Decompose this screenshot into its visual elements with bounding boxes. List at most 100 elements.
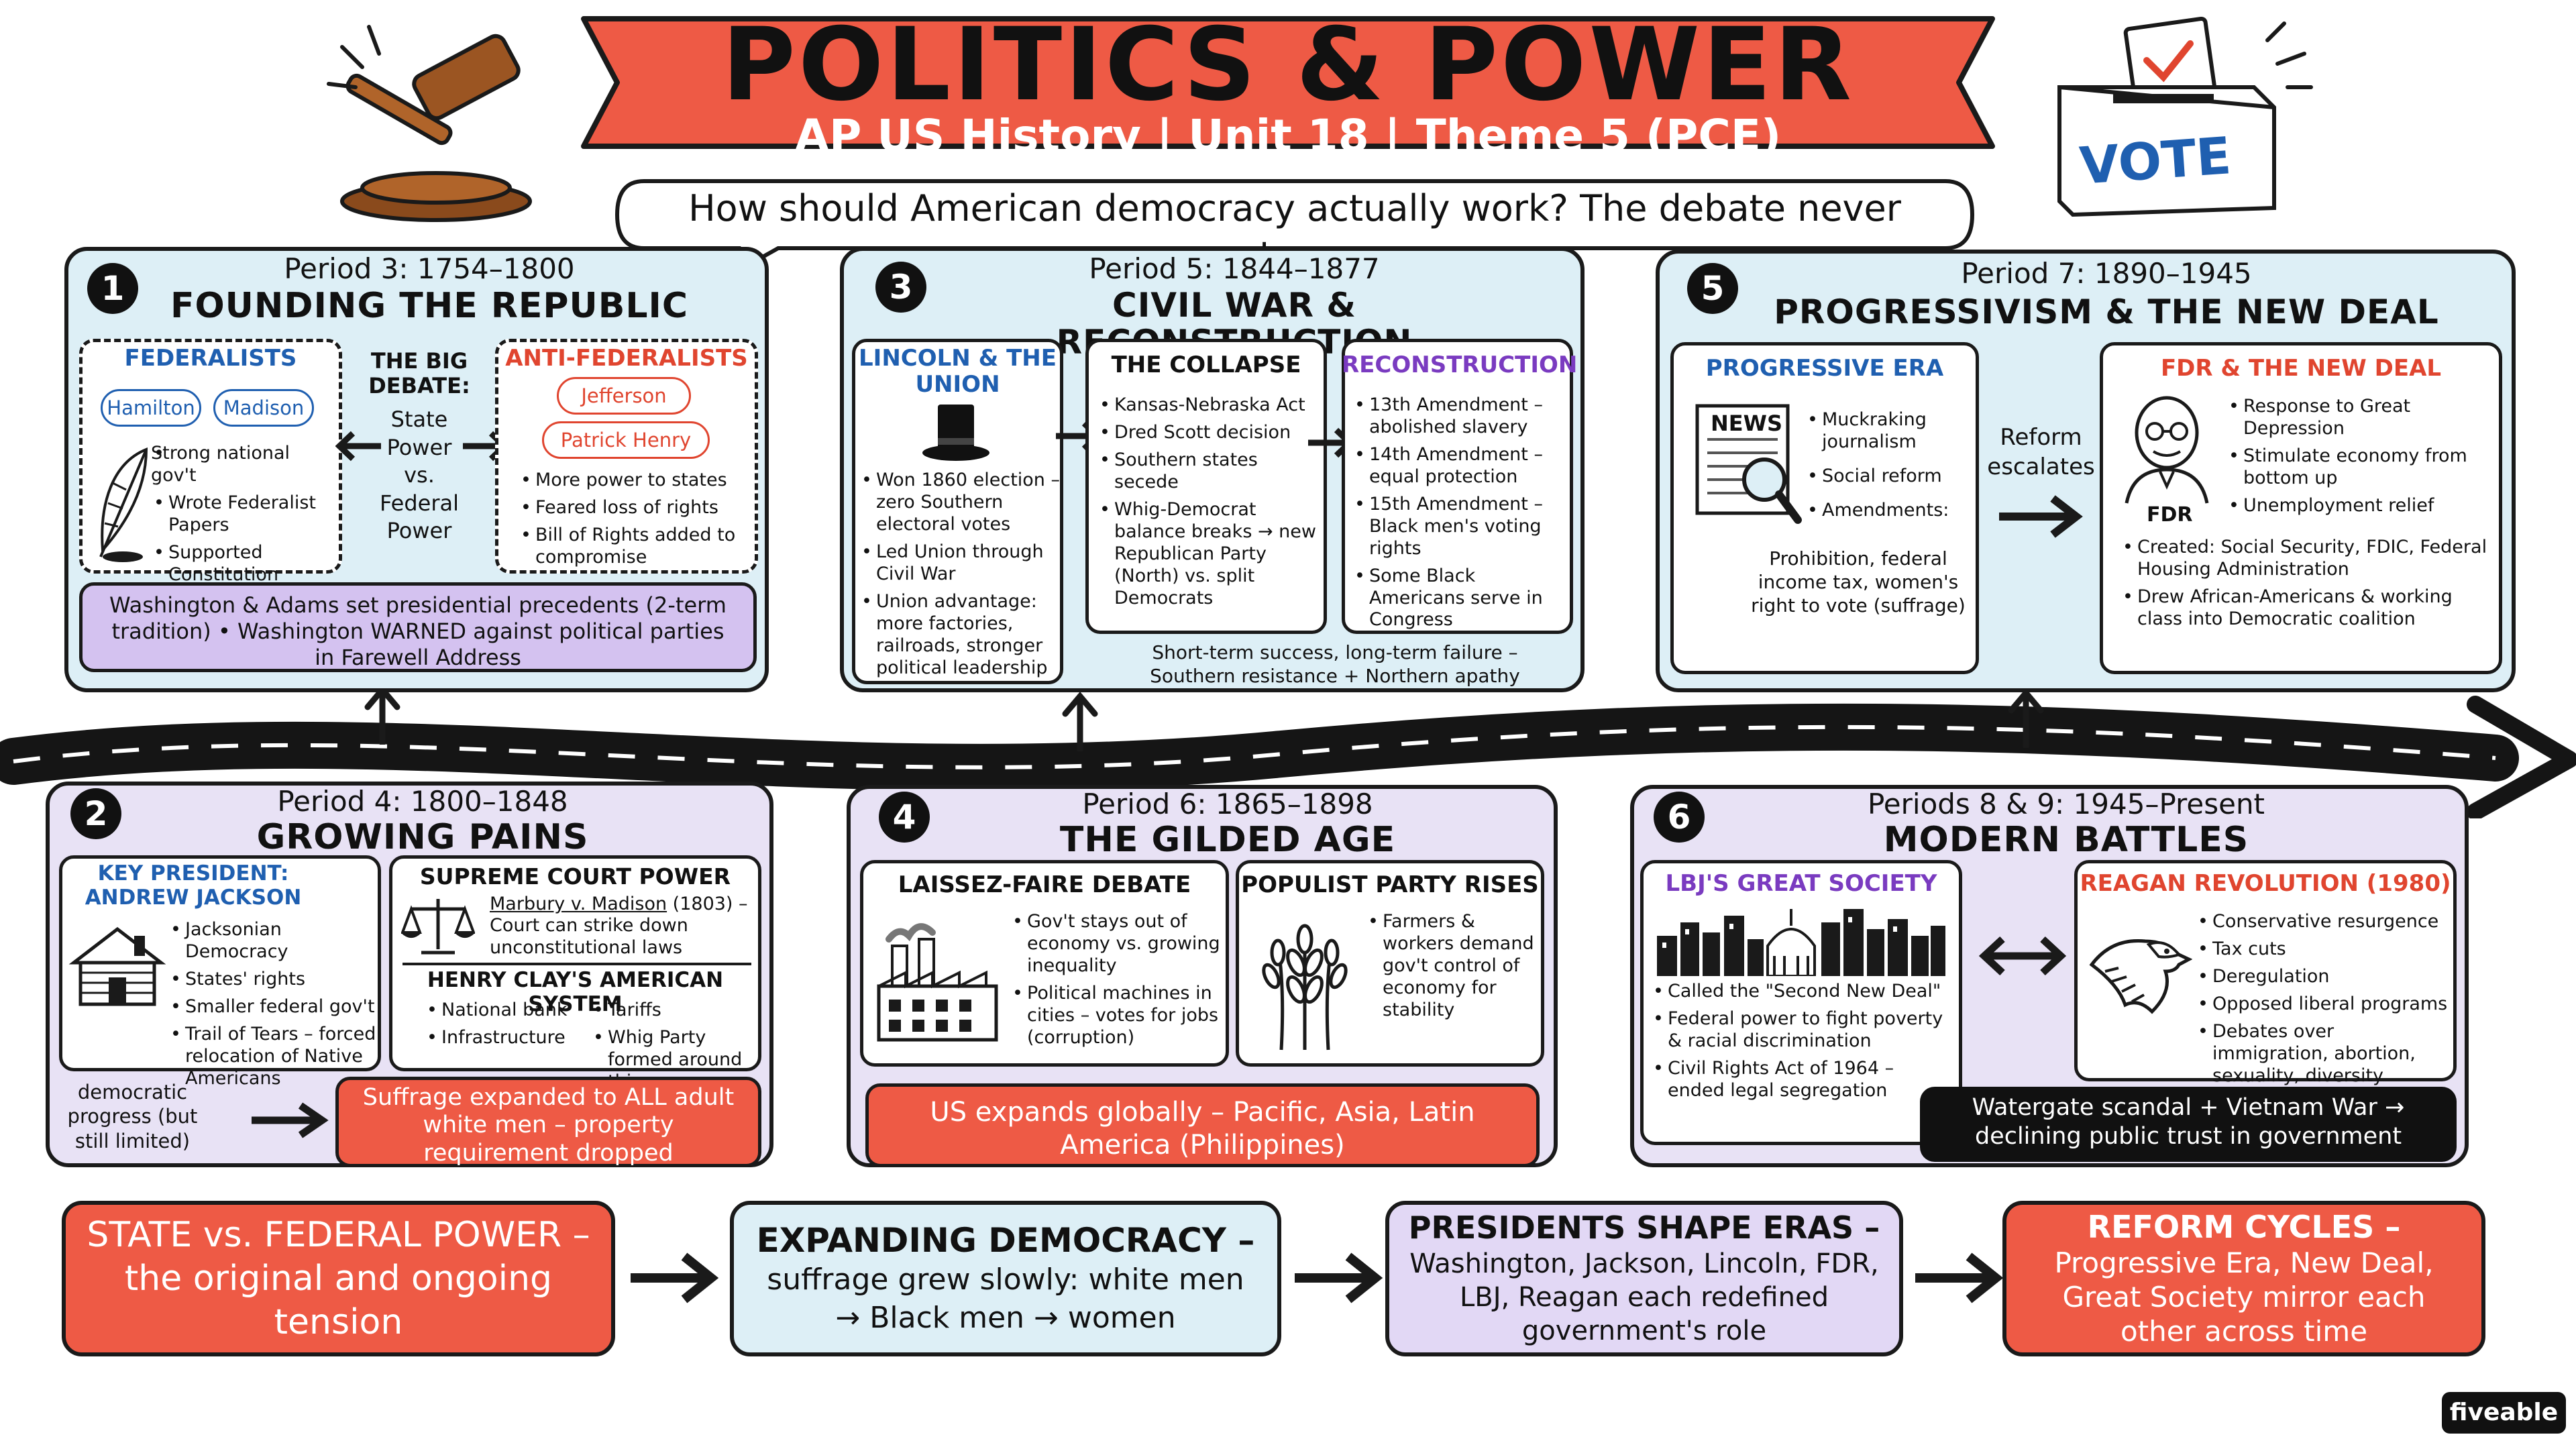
list-item: Union advantage: more factories, railroa… [859, 591, 1060, 680]
theme-state-federal-text: STATE vs. FEDERAL POWER – the original a… [87, 1214, 590, 1342]
fdr-list: Response to Great Depression Stimulate e… [2226, 396, 2494, 523]
theme-reform-cycles: REFORM CYCLES – Progressive Era, New Dea… [2002, 1201, 2485, 1356]
list-item: Created: Social Security, FDIC, Federal … [2120, 537, 2496, 581]
list-item: 14th Amendment – equal protection [1352, 444, 1570, 488]
court-text: Marbury v. Madison (1803) – Court can st… [490, 894, 755, 959]
title-banner [581, 16, 1995, 149]
ballot-box-icon [2057, 16, 2313, 217]
period-number-1: 1 [87, 263, 138, 314]
fdr-portrait-icon [2125, 396, 2209, 504]
list-item: Tax cuts [2195, 938, 2450, 961]
laissez-faire-list: Gov't stays out of economy vs. growing i… [1010, 911, 1221, 1055]
period-number-5: 5 [1687, 263, 1738, 314]
wheat-icon [1262, 924, 1348, 1051]
court-title: SUPREME COURT POWER [419, 863, 731, 890]
page-title: POLITICS & POWER [722, 7, 1854, 123]
list-item: Opposed liberal programs [2195, 994, 2450, 1016]
list-item: 15th Amendment – Black men's voting righ… [1352, 494, 1570, 560]
list-item: Gov't stays out of economy vs. growing i… [1010, 911, 1221, 977]
theme-expanding-democracy-text: suffrage grew slowly: white men → Black … [767, 1262, 1244, 1335]
list-item: Infrastructure [424, 1027, 585, 1049]
factory-icon [877, 923, 998, 1042]
arrow-right-icon [1295, 1252, 1383, 1303]
list-item: Called the "Second New Deal" [1650, 981, 1955, 1003]
list-item: Some Black Americans serve in Congress [1352, 566, 1570, 632]
reconstruction-summary: Short-term success, long-term failure – … [1150, 641, 1520, 687]
period-number-3: 3 [875, 262, 926, 313]
list-item: Led Union through Civil War [859, 541, 1060, 586]
arrow-left-icon [335, 431, 381, 462]
period-number-2: 2 [70, 788, 121, 839]
list-item: Stimulate economy from bottom up [2226, 445, 2494, 490]
fdr-label: FDR [2147, 503, 2193, 527]
panel-title: GROWING PAINS [256, 817, 589, 857]
list-item: Jacksonian Democracy [168, 919, 379, 963]
marbury-text: (1803) – Court can strike down unconstit… [490, 894, 748, 958]
lincoln-title: LINCOLN & THE UNION [859, 345, 1057, 398]
jackson-title: KEY PRESIDENT: ANDREW JACKSON [85, 861, 302, 910]
newspaper-icon [1695, 404, 1802, 524]
list-item: Conservative resurgence [2195, 911, 2450, 933]
arrow-right-icon [631, 1252, 719, 1303]
theme-state-federal: STATE vs. FEDERAL POWER – the original a… [62, 1201, 615, 1356]
marbury-case: Marbury v. Madison [490, 894, 667, 914]
period-number-6: 6 [1654, 792, 1705, 843]
list-item: Kansas-Nebraska Act [1097, 394, 1322, 417]
anti-federalists-title: ANTI-FEDERALISTS [505, 345, 748, 372]
theme-presidents: PRESIDENTS SHAPE ERAS – Washington, Jack… [1385, 1201, 1903, 1356]
fdr-title: FDR & THE NEW DEAL [2160, 355, 2442, 382]
page-subtitle: AP US History | Unit 18 | Theme 5 (PCE) [794, 110, 1782, 162]
panel-title: PROGRESSIVISM & THE NEW DEAL [1774, 292, 2439, 331]
list-item: Amendments: [1805, 500, 1972, 522]
list-item: Farmers & workers demand gov't control o… [1365, 911, 1536, 1022]
collapse-list: Kansas-Nebraska Act Dred Scott decision … [1097, 394, 1322, 614]
list-item: Drew African-Americans & working class i… [2120, 586, 2496, 631]
reconstruction-list: 13th Amendment – abolished slavery 14th … [1352, 394, 1570, 637]
lbj-title: LBJ'S GREAT SOCIETY [1665, 870, 1937, 897]
theme-reform-cycles-text: Progressive Era, New Deal, Great Society… [2054, 1246, 2434, 1348]
panel-title: THE GILDED AGE [1059, 820, 1396, 860]
progressive-list: Muckraking journalism Social reform Amen… [1805, 409, 1972, 527]
anti-federalists-list: More power to states Feared loss of righ… [518, 470, 753, 574]
precedents-box: Washington & Adams set presidential prec… [79, 582, 757, 672]
theme-reform-cycles-head: REFORM CYCLES – [2087, 1208, 2401, 1245]
list-item: Political machines in cities – votes for… [1010, 983, 1221, 1049]
list-item: Won 1860 election – zero Southern electo… [859, 470, 1060, 536]
list-item: Civil Rights Act of 1964 – ended legal s… [1650, 1058, 1955, 1102]
collapse-title: THE COLLAPSE [1111, 352, 1301, 378]
double-arrow-icon [1979, 936, 2066, 976]
up-arrow-5 [2008, 688, 2044, 748]
democratic-progress-text: democratic progress (but still limited) [67, 1081, 198, 1152]
news-label: NEWS [1711, 411, 1782, 436]
quill-icon [99, 447, 148, 562]
pill-jefferson: Jefferson [557, 377, 691, 415]
list-item: National bank [424, 1000, 585, 1022]
arrow-right-icon [1999, 495, 2083, 538]
log-cabin-icon [68, 926, 166, 1006]
period-label: Periods 8 & 9: 1945–Present [1867, 788, 2265, 820]
reagan-list: Conservative resurgence Tax cuts Deregul… [2195, 911, 2450, 1093]
period-label: Period 5: 1844–1877 [1089, 252, 1380, 285]
big-debate-heading: THE BIG DEBATE: [368, 348, 470, 398]
list-item: Smaller federal gov't [168, 996, 379, 1018]
list-item: Whig-Democrat balance breaks → new Repub… [1097, 499, 1322, 610]
suffrage-box: Suffrage expanded to ALL adult white men… [335, 1077, 761, 1167]
panel-title: FOUNDING THE REPUBLIC [170, 286, 689, 326]
populist-list: Farmers & workers demand gov't control o… [1365, 911, 1536, 1027]
arrow-right-icon [1915, 1252, 2004, 1303]
amendments-text: Prohibition, federal income tax, women's… [1751, 547, 1966, 616]
list-item: Feared loss of rights [518, 497, 753, 519]
scales-icon [401, 899, 475, 955]
pill-hamilton: Hamilton [101, 389, 201, 427]
populist-title: POPULIST PARTY RISES [1241, 871, 1539, 898]
pill-madison: Madison [213, 389, 314, 427]
lincoln-list: Won 1860 election – zero Southern electo… [859, 470, 1060, 684]
list-item: Trail of Tears – forced relocation of Na… [168, 1024, 379, 1090]
list-item: Unemployment relief [2226, 495, 2494, 517]
laissez-faire-title: LAISSEZ-FAIRE DEBATE [898, 871, 1191, 898]
federalists-list: Strong national gov't Wrote Federalist P… [151, 443, 339, 614]
list-item: Strong national gov't [151, 443, 339, 487]
progressive-era-title: PROGRESSIVE ERA [1705, 355, 1944, 382]
list-item: Dred Scott decision [1097, 422, 1322, 444]
list-item: 13th Amendment – abolished slavery [1352, 394, 1570, 439]
